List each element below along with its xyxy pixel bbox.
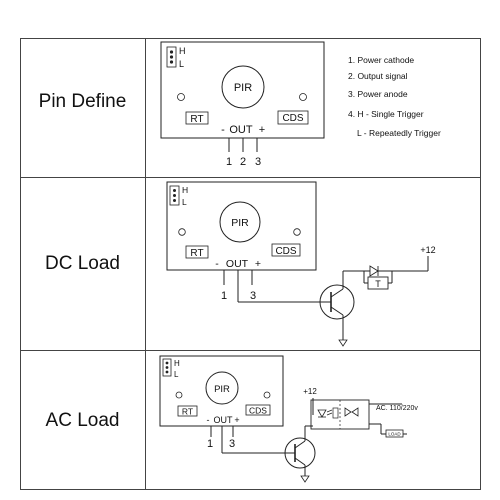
supply-label: +12 (303, 387, 317, 396)
ac-load-circuit: +12 AC. 110/220v LOAD (284, 387, 418, 483)
minus-label: - (207, 415, 210, 425)
pir-board-pin-define: H L PIR RT CDS - OUT + 1 2 3 (160, 41, 325, 168)
rt-box (177, 405, 198, 417)
jumper-l-label: L (182, 197, 187, 207)
pir-board-dc-load: H L PIR RT CDS - OUT + 1 3 (166, 181, 318, 303)
pin-2-label: 2 (240, 156, 246, 168)
pir-board-ac-load: H L PIR RT CDS - OUT + 1 3 (159, 355, 285, 454)
pir-sensor (219, 201, 261, 243)
rt-box (185, 111, 209, 125)
cds-box (271, 243, 301, 257)
pin-3-label: 3 (255, 156, 261, 168)
pin-1-label: 1 (226, 156, 232, 168)
pin-3-label: 3 (229, 438, 235, 450)
pin-1-label: 1 (221, 290, 227, 302)
jumper-l-label: L (174, 370, 179, 379)
supply-label: +12 (420, 245, 435, 255)
pir-sensor (205, 371, 239, 405)
relay-label: T (375, 279, 381, 289)
diode (369, 265, 379, 277)
pin-table (20, 38, 481, 490)
dc-load-circuit: T +12 (318, 245, 436, 347)
ground-symbol (300, 475, 310, 483)
out-label: OUT (214, 415, 234, 425)
plus-label: + (259, 124, 265, 136)
plus-label: + (234, 415, 239, 425)
column-divider (145, 38, 146, 490)
note-repeat-trigger: L - Repeatedly Trigger (357, 128, 441, 138)
plus-label: + (255, 258, 261, 270)
minus-label: - (215, 258, 219, 270)
pin-1-label: 1 (207, 438, 213, 450)
pir-label: PIR (234, 82, 252, 94)
minus-label: - (221, 124, 225, 136)
jumper-h-label: H (182, 185, 188, 195)
jumper-block (169, 185, 180, 206)
mounting-hole (263, 391, 271, 399)
jumper-h-label: H (179, 46, 186, 56)
rt-label: RT (190, 248, 203, 259)
ground-symbol (338, 339, 348, 347)
out-label: OUT (229, 124, 253, 136)
jumper-h-label: H (174, 359, 180, 368)
note-output-signal: 2. Output signal (348, 71, 408, 81)
cds-box (277, 110, 309, 125)
row-divider (20, 350, 481, 351)
pir-label: PIR (214, 384, 230, 395)
rt-box (185, 245, 209, 259)
row-label-dc-load: DC Load (45, 253, 120, 274)
cds-label: CDS (275, 246, 296, 257)
note-power-anode: 3. Power anode (348, 89, 408, 99)
rt-label: RT (190, 114, 203, 125)
cds-label: CDS (282, 113, 303, 124)
row-label-pin-define: Pin Define (38, 91, 127, 112)
note-single-trigger: 4. H - Single Trigger (348, 109, 424, 119)
rt-label: RT (182, 407, 193, 417)
cds-label: CDS (249, 406, 267, 416)
mounting-hole (177, 93, 185, 101)
mains-label: AC. 110/220v (376, 405, 418, 412)
mounting-hole (178, 228, 186, 236)
cds-box (245, 404, 271, 416)
out-label: OUT (226, 258, 249, 270)
pir-sensor (221, 65, 265, 109)
row-label-ac-load: AC Load (45, 410, 120, 431)
load-label: LOAD (388, 432, 401, 437)
mounting-hole (299, 93, 307, 101)
row-divider (20, 177, 481, 178)
mounting-hole (175, 391, 183, 399)
mounting-hole (293, 228, 301, 236)
jumper-block (166, 46, 177, 68)
jumper-l-label: L (179, 59, 184, 69)
pir-label: PIR (231, 217, 249, 229)
pin-3-label: 3 (250, 290, 256, 302)
note-power-cathode: 1. Power cathode (348, 55, 415, 65)
jumper-block (162, 358, 172, 377)
